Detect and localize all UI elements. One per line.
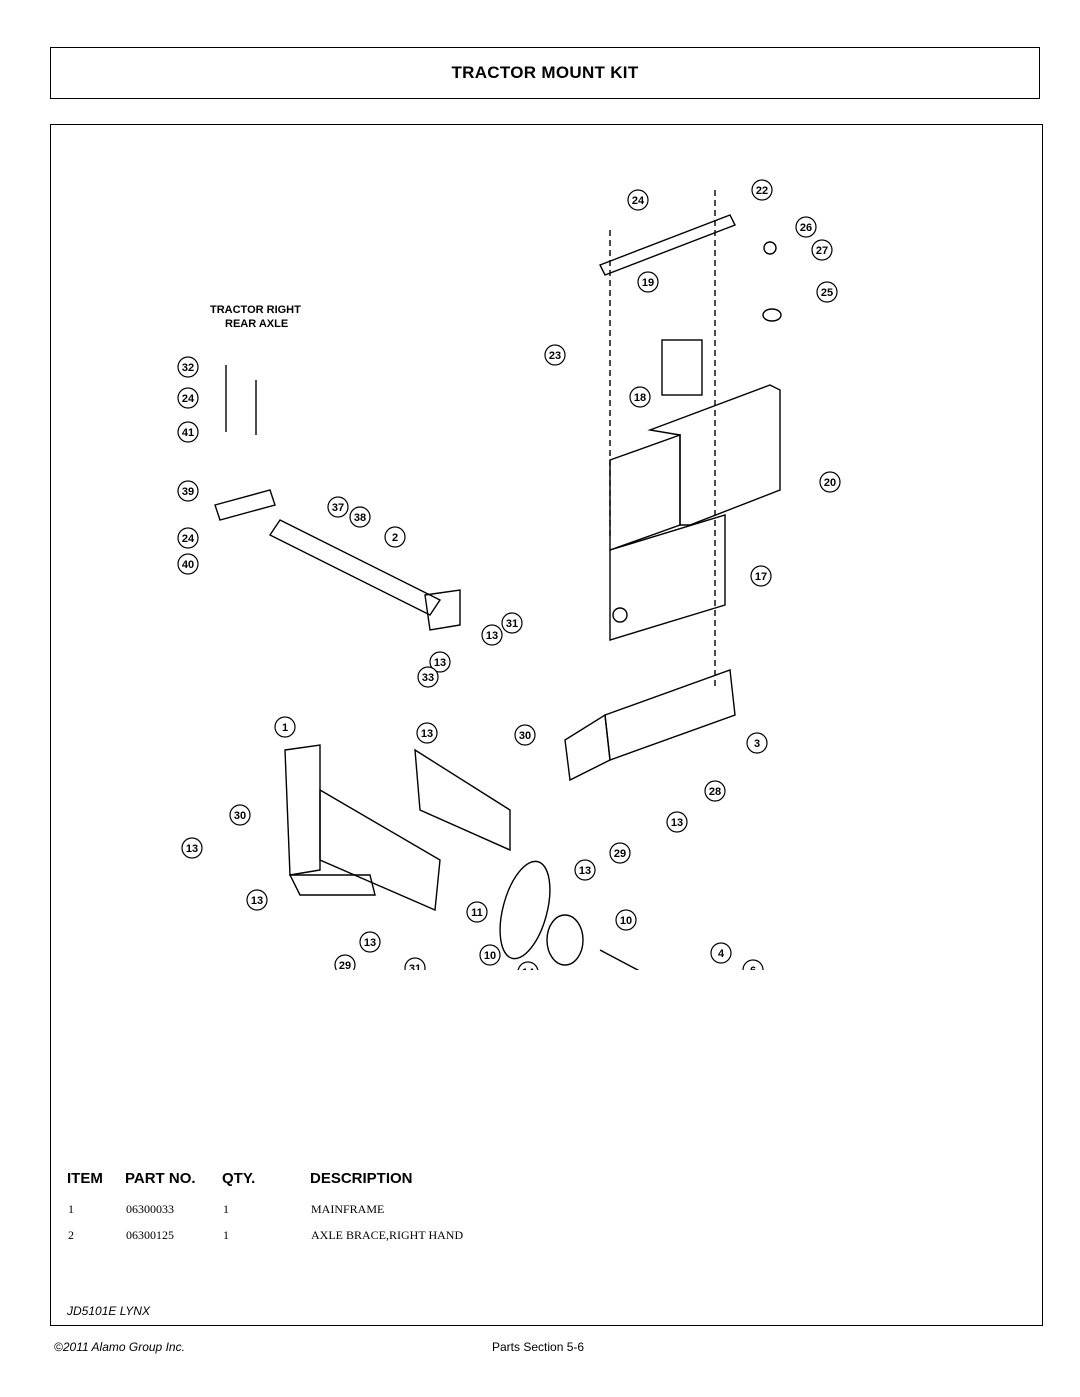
- row-2-item: 2: [68, 1228, 74, 1242]
- callout-30: 30: [519, 730, 531, 742]
- callout-39: 39: [182, 486, 194, 498]
- callout-13: 13: [486, 630, 498, 642]
- callout-27: 27: [816, 245, 828, 257]
- callout-24: 24: [632, 195, 645, 207]
- page-title: TRACTOR MOUNT KIT: [451, 63, 639, 82]
- callout-13: 13: [364, 937, 376, 949]
- callout-13: 13: [186, 843, 198, 855]
- callout-14: 14: [522, 967, 535, 970]
- callout-6: 6: [750, 965, 756, 970]
- header-part-no: PART NO.: [125, 1170, 196, 1187]
- callout-1: 1: [282, 722, 288, 734]
- callout-28: 28: [709, 786, 721, 798]
- row-2-part-no: 06300125: [126, 1228, 174, 1242]
- callout-31: 31: [409, 963, 421, 970]
- exploded-view-drawing: TRACTOR RIGHT REAR AXLE: [177, 179, 871, 1132]
- callout-25: 25: [821, 287, 833, 299]
- header-description: DESCRIPTION: [310, 1170, 413, 1187]
- callout-32: 32: [182, 362, 194, 374]
- callout-24: 24: [182, 393, 195, 405]
- callout-13: 13: [251, 895, 263, 907]
- callout-11: 11: [471, 907, 483, 919]
- row-1-part-no: 06300033: [126, 1202, 174, 1216]
- row-1-description: MAINFRAME: [311, 1202, 385, 1216]
- callout-29: 29: [614, 848, 626, 860]
- part-axle-brace-2: [268, 519, 442, 616]
- callout-3: 3: [754, 738, 760, 750]
- callout-13: 13: [671, 817, 683, 829]
- callout-22: 22: [756, 185, 768, 197]
- callout-31: 31: [506, 618, 518, 630]
- callout-24: 24: [182, 533, 195, 545]
- part-knob-26: [763, 241, 777, 255]
- content-frame: [50, 124, 1043, 1326]
- parts-diagram: TRACTOR RIGHT REAR AXLE: [130, 170, 960, 1132]
- callout-19: 19: [642, 277, 654, 289]
- footer-section: Parts Section 5-6: [492, 1340, 585, 1354]
- part-filter-18: [661, 339, 703, 396]
- callout-41: 41: [182, 427, 194, 439]
- header-qty: QTY.: [222, 1170, 256, 1187]
- row-2-qty: 1: [223, 1228, 229, 1242]
- part-mainframe-1: [284, 744, 321, 876]
- title-box: TRACTOR MOUNT KIT: [50, 47, 1040, 99]
- callout-37: 37: [332, 502, 344, 514]
- footer-model: JD5101E LYNX: [67, 1304, 150, 1318]
- callout-13: 13: [421, 728, 433, 740]
- row-2-description: AXLE BRACE,RIGHT HAND: [311, 1228, 464, 1242]
- callout-13: 13: [434, 657, 446, 669]
- diagram-label-line-1: TRACTOR RIGHT: [210, 304, 301, 316]
- callout-2: 2: [392, 532, 398, 544]
- part-tank-17: [609, 514, 726, 641]
- header-item: ITEM: [67, 1170, 103, 1187]
- callout-26: 26: [800, 222, 812, 234]
- footer-copyright: ©2011 Alamo Group Inc.: [54, 1340, 185, 1354]
- callout-30: 30: [234, 810, 246, 822]
- part-bracket-22: [599, 214, 736, 276]
- part-cap-25: [762, 308, 782, 322]
- callout-18: 18: [634, 392, 646, 404]
- callout-13: 13: [579, 865, 591, 877]
- callout-4: 4: [718, 948, 725, 960]
- row-1-item: 1: [68, 1202, 74, 1216]
- callout-10: 10: [484, 950, 496, 962]
- callout-33: 33: [422, 672, 434, 684]
- diagram-label-line-2: REAR AXLE: [225, 318, 288, 330]
- callout-23: 23: [549, 350, 561, 362]
- callout-40: 40: [182, 559, 194, 571]
- callout-20: 20: [824, 477, 836, 489]
- callout-38: 38: [354, 512, 366, 524]
- callout-17: 17: [755, 571, 767, 583]
- callout-10: 10: [620, 915, 632, 927]
- callout-29: 29: [339, 960, 351, 970]
- row-1-qty: 1: [223, 1202, 229, 1216]
